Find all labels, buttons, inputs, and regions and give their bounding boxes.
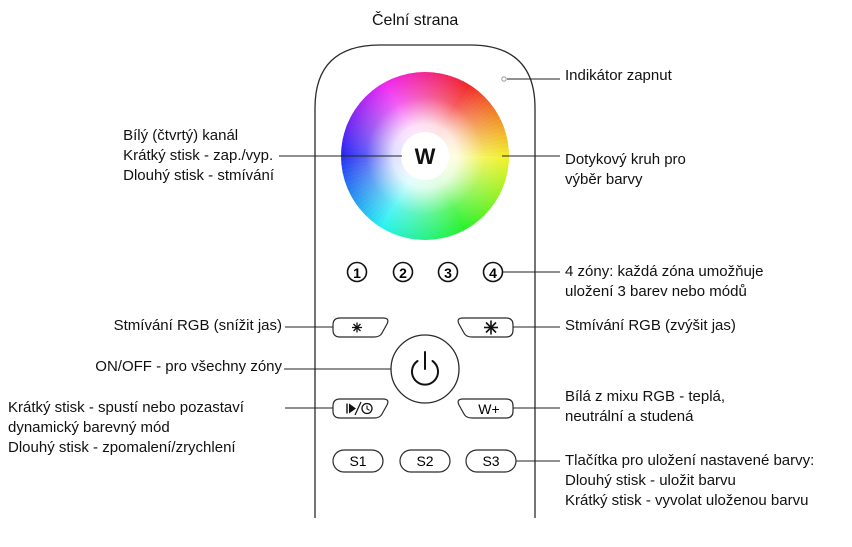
scene-button-s2-label: S2 — [416, 453, 433, 469]
label-white-mix: Bílá z mixu RGB - teplá, neutrální a stu… — [565, 387, 725, 427]
label-onoff: ON/OFF - pro všechny zóny — [95, 358, 282, 375]
label-white-mix-line-1: Bílá z mixu RGB - teplá, — [565, 388, 726, 405]
label-white-mix-line-2: neutrální a studená — [565, 408, 694, 425]
dim-down-icon — [352, 322, 362, 333]
label-white-channel-line-1: Bílý (čtvrtý) kanál — [123, 127, 239, 144]
zone-button-4-label: 4 — [489, 265, 497, 281]
white-mix-button[interactable]: W+ — [457, 398, 514, 419]
label-mode-line-2: dynamický barevný mód — [8, 419, 170, 436]
white-button[interactable] — [401, 132, 449, 180]
scene-button-s1[interactable]: S1 — [332, 449, 384, 473]
scene-button-s1-label: S1 — [349, 453, 366, 469]
label-zones-line-2: uložení 3 barev nebo módů — [565, 283, 747, 300]
label-scenes-line-3: Krátký stisk - vyvolat uloženou barvu — [565, 492, 809, 509]
label-color-ring: Dotykový kruh pro výběr barvy — [565, 150, 686, 190]
white-button-label: W — [415, 144, 436, 169]
label-color-ring-line-2: výběr barvy — [565, 171, 643, 188]
dim-down-button[interactable] — [332, 317, 389, 338]
label-white-channel-line-2: Krátký stisk - zap./vyp. — [123, 147, 274, 164]
zone-button-3[interactable]: 3 — [437, 261, 459, 283]
label-indicator: Indikátor zapnut — [565, 67, 672, 84]
power-icon — [411, 351, 439, 386]
zone-button-2-label: 2 — [399, 265, 407, 281]
label-zones: 4 zóny: každá zóna umožňuje uložení 3 ba… — [565, 262, 763, 302]
label-scenes: Tlačítka pro uložení nastavené barvy: Dl… — [565, 451, 814, 511]
zone-button-2[interactable]: 2 — [392, 261, 414, 283]
play-pause-timer-icon — [346, 401, 373, 416]
label-dim-up: Stmívání RGB (zvýšit jas) — [565, 317, 736, 334]
label-scenes-line-2: Dlouhý stisk - uložit barvu — [565, 472, 736, 489]
indicator-led — [501, 76, 507, 82]
dim-up-button[interactable] — [457, 317, 514, 338]
label-mode-line-3: Dlouhý stisk - zpomalení/zrychlení — [8, 439, 236, 456]
scene-button-s3-label: S3 — [482, 453, 499, 469]
label-scenes-line-1: Tlačítka pro uložení nastavené barvy: — [565, 452, 815, 469]
label-mode: Krátký stisk - spustí nebo pozastaví dyn… — [8, 398, 244, 458]
leader-lines — [279, 78, 560, 462]
scene-button-s3[interactable]: S3 — [465, 449, 517, 473]
remote-body — [314, 44, 536, 518]
white-mix-button-label: W+ — [478, 401, 499, 417]
label-color-ring-line-1: Dotykový kruh pro — [565, 151, 686, 168]
mode-button[interactable] — [332, 398, 389, 419]
dim-up-icon — [484, 320, 498, 335]
scene-button-s2[interactable]: S2 — [399, 449, 451, 473]
zone-button-3-label: 3 — [444, 265, 452, 281]
label-white-channel-line-3: Dlouhý stisk - stmívání — [123, 167, 274, 184]
diagram-title: Čelní strana — [372, 12, 459, 29]
power-button[interactable] — [390, 334, 460, 404]
zone-button-1-label: 1 — [353, 265, 361, 281]
label-dim-down: Stmívání RGB (snížit jas) — [113, 317, 282, 334]
label-zones-line-1: 4 zóny: každá zóna umožňuje — [565, 263, 764, 280]
label-white-channel: Bílý (čtvrtý) kanál Krátký stisk - zap./… — [123, 126, 274, 186]
label-mode-line-1: Krátký stisk - spustí nebo pozastaví — [8, 399, 244, 416]
zone-button-1[interactable]: 1 — [346, 261, 368, 283]
zone-button-4[interactable]: 4 — [482, 261, 504, 283]
